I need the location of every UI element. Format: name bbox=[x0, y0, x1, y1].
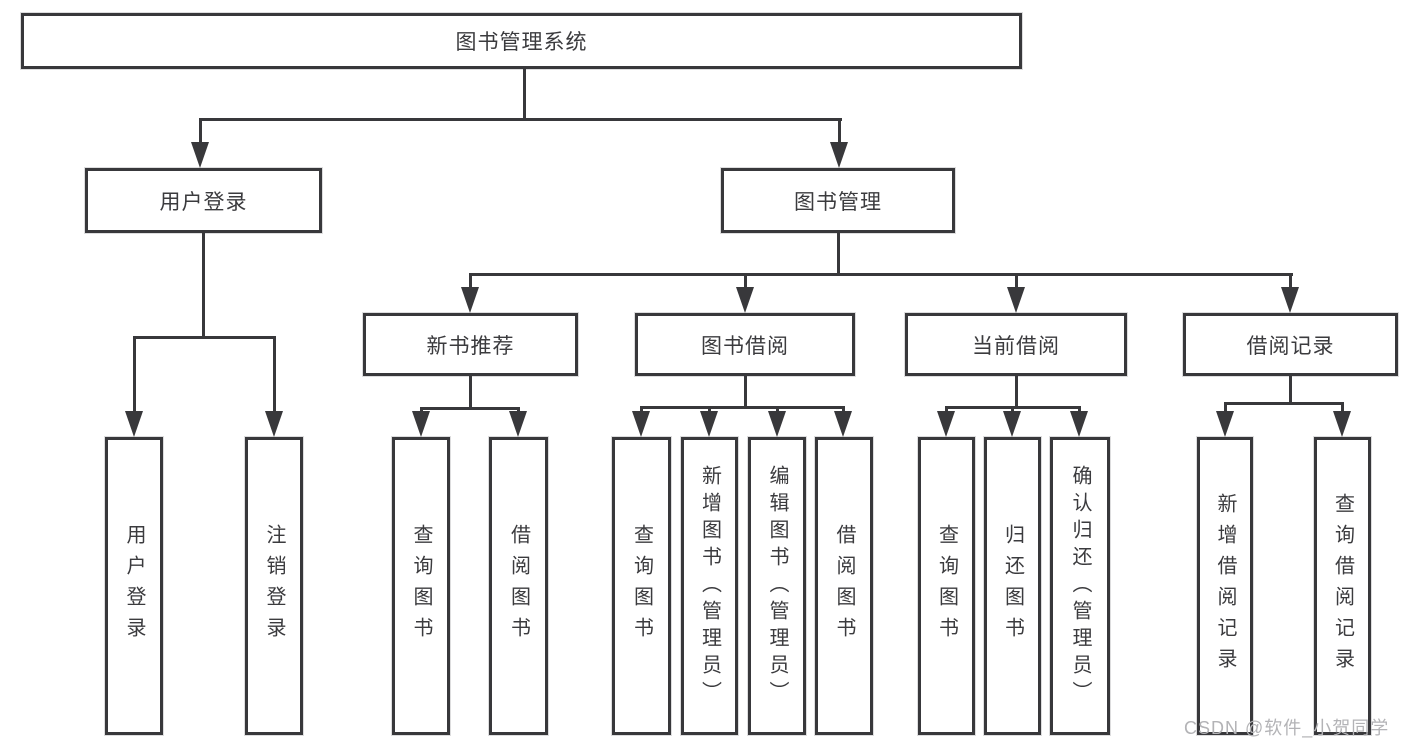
node-book-borrowing: 图书借阅 bbox=[635, 313, 855, 376]
node-current-borrowing: 当前借阅 bbox=[905, 313, 1127, 376]
leaf-label: 查询借阅记录 bbox=[1331, 493, 1354, 679]
leaf-label: 编辑图书（管理员） bbox=[766, 464, 788, 708]
connector-splitter bbox=[640, 406, 845, 409]
arrowhead-down-icon bbox=[768, 411, 786, 437]
leaf-label: 查询图书 bbox=[630, 524, 653, 648]
leaf-logout: 注销登录 bbox=[245, 437, 303, 735]
connector-trunk bbox=[469, 376, 472, 410]
leaf-query-borrow-record: 查询借阅记录 bbox=[1314, 437, 1371, 735]
connector-stem bbox=[708, 406, 711, 415]
arrowhead-down-icon bbox=[191, 142, 209, 168]
leaf-query-books-2: 查询图书 bbox=[612, 437, 671, 735]
leaf-add-books-admin: 新增图书（管理员） bbox=[681, 437, 738, 735]
connector-stem bbox=[1341, 402, 1344, 415]
leaf-label: 确认归还（管理员） bbox=[1069, 464, 1091, 708]
connector-user-login-splitter bbox=[133, 336, 276, 339]
leaf-label: 借阅图书 bbox=[833, 524, 855, 648]
leaf-label: 新增借阅记录 bbox=[1214, 493, 1236, 679]
connector-stem bbox=[133, 336, 136, 414]
arrowhead-down-icon bbox=[1281, 287, 1299, 313]
arrowhead-down-icon bbox=[937, 411, 955, 437]
leaf-label: 新增图书（管理员） bbox=[698, 464, 721, 708]
arrowhead-down-icon bbox=[265, 411, 283, 437]
connector-book-management-trunk bbox=[837, 233, 840, 276]
arrowhead-down-icon bbox=[1007, 287, 1025, 313]
leaf-label: 归还图书 bbox=[1001, 524, 1024, 648]
connector-level2-splitter bbox=[469, 273, 1293, 276]
arrowhead-down-icon bbox=[1070, 411, 1088, 437]
connector-splitter bbox=[1224, 402, 1344, 405]
connector-stem bbox=[776, 406, 779, 415]
node-library-management-system: 图书管理系统 bbox=[21, 13, 1022, 69]
arrowhead-down-icon bbox=[736, 287, 754, 313]
node-borrowing-records: 借阅记录 bbox=[1183, 313, 1398, 376]
connector-trunk bbox=[1015, 376, 1018, 409]
arrowhead-down-icon bbox=[1333, 411, 1351, 437]
connector-stem bbox=[838, 118, 841, 146]
arrowhead-down-icon bbox=[509, 411, 527, 437]
node-new-book-recommendation: 新书推荐 bbox=[363, 313, 578, 376]
leaf-return-books: 归还图书 bbox=[984, 437, 1041, 735]
leaf-user-login: 用户登录 bbox=[105, 437, 163, 735]
arrowhead-down-icon bbox=[632, 411, 650, 437]
leaf-query-books-3: 查询图书 bbox=[918, 437, 975, 735]
connector-trunk bbox=[1289, 376, 1292, 405]
leaf-confirm-return-admin: 确认归还（管理员） bbox=[1050, 437, 1110, 735]
arrowhead-down-icon bbox=[461, 287, 479, 313]
leaf-label: 用户登录 bbox=[123, 524, 145, 648]
connector-stem bbox=[1224, 402, 1227, 415]
connector-stem bbox=[1011, 406, 1014, 415]
leaf-label: 借阅图书 bbox=[507, 524, 530, 648]
connector-stem bbox=[945, 406, 948, 415]
leaf-query-books-1: 查询图书 bbox=[392, 437, 450, 735]
node-book-management: 图书管理 bbox=[721, 168, 955, 233]
connector-stem bbox=[1078, 406, 1081, 415]
connector-stem bbox=[1015, 273, 1018, 291]
arrowhead-down-icon bbox=[1216, 411, 1234, 437]
connector-root-trunk bbox=[523, 69, 526, 119]
connector-stem bbox=[1289, 273, 1292, 291]
connector-stem bbox=[842, 406, 845, 415]
connector-level1-splitter bbox=[199, 118, 842, 121]
connector-splitter bbox=[420, 407, 520, 410]
arrowhead-down-icon bbox=[1003, 411, 1021, 437]
arrowhead-down-icon bbox=[834, 411, 852, 437]
connector-trunk bbox=[744, 376, 747, 409]
arrowhead-down-icon bbox=[700, 411, 718, 437]
node-user-login: 用户登录 bbox=[85, 168, 322, 233]
leaf-borrow-books-2: 借阅图书 bbox=[815, 437, 873, 735]
leaf-add-borrow-record: 新增借阅记录 bbox=[1197, 437, 1253, 735]
leaf-edit-books-admin: 编辑图书（管理员） bbox=[748, 437, 806, 735]
leaf-label: 查询图书 bbox=[935, 524, 958, 648]
arrowhead-down-icon bbox=[125, 411, 143, 437]
leaf-borrow-books-1: 借阅图书 bbox=[489, 437, 548, 735]
connector-stem bbox=[273, 336, 276, 414]
connector-stem bbox=[199, 118, 202, 146]
leaf-label: 注销登录 bbox=[263, 524, 285, 648]
arrowhead-down-icon bbox=[412, 411, 430, 437]
arrowhead-down-icon bbox=[830, 142, 848, 168]
connector-stem bbox=[640, 406, 643, 415]
leaf-label: 查询图书 bbox=[410, 524, 432, 648]
connector-stem bbox=[469, 273, 472, 291]
connector-stem bbox=[744, 273, 747, 291]
csdn-watermark: CSDN @软件_小贺同学 bbox=[1184, 718, 1390, 738]
connector-user-login-trunk bbox=[202, 233, 205, 339]
